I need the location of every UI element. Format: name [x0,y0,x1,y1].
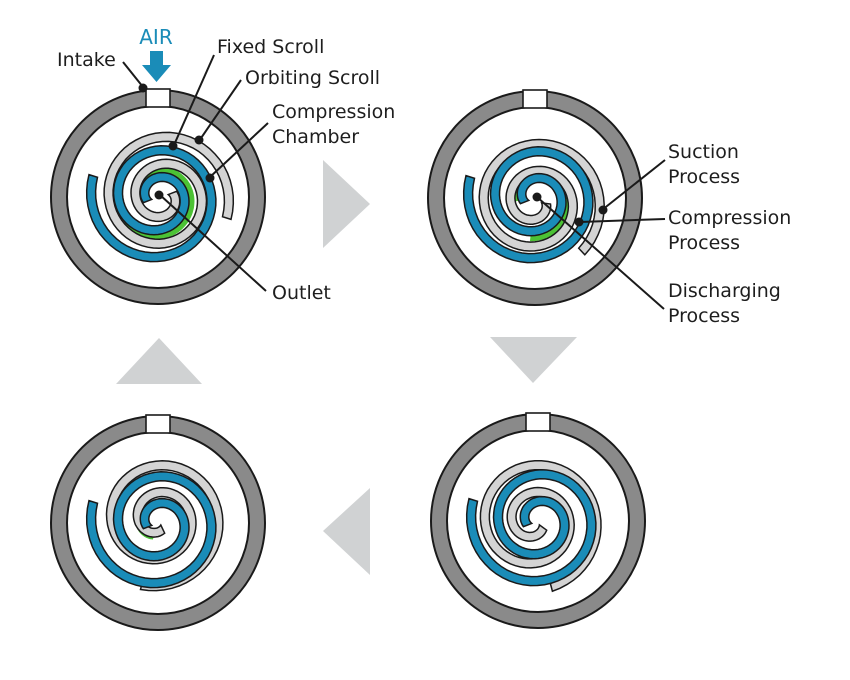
intake-port [522,89,548,109]
fixed-scroll-marker [168,141,178,151]
discharging-marker [532,192,542,202]
intake-marker [138,83,148,93]
leader-intake [122,61,144,88]
outlet-label: Outlet [272,282,331,304]
fixed-scroll [465,469,597,587]
compression-process-marker [574,217,584,227]
discharging-process-label-line2: Process [668,305,740,327]
cycle-arrow-down [490,337,577,383]
leader-fixed-scroll [173,54,215,146]
fixed-scroll-label: Fixed Scroll [217,36,324,58]
suction-process-label-line2: Process [668,166,740,188]
compressor-stage-2 [427,89,643,306]
leader-suction [601,159,666,211]
intake-label: Intake [57,49,116,71]
compression-process-label-line1: Compression [668,207,791,229]
cycle-arrow-up [116,338,202,384]
air-intake-arrow-icon [142,51,171,82]
compression-chamber-marker [205,173,215,183]
compression-chamber-label-line1: Compression [272,101,395,123]
intake-port [145,414,171,434]
orbiting-scroll [103,131,235,249]
leader-orbiting-scroll [198,79,242,142]
outlet-marker [154,190,164,200]
suction-marker [598,205,608,215]
cycle-arrow-left [323,488,370,575]
intake-port [145,88,171,108]
fixed-scroll [462,146,594,264]
leader-discharging [536,196,665,310]
cycle-arrow-right [323,160,370,248]
compression-process-label-line2: Process [668,232,740,254]
intake-port [525,412,551,432]
compressor-stage-4 [430,412,646,629]
air-label: AIR [139,25,173,49]
leader-compression-chamber [209,122,269,178]
compression-chamber-label-line2: Chamber [272,126,359,148]
orbiting-scroll-marker [194,135,204,145]
compressor-stage-3 [50,414,266,631]
suction-process-label-line1: Suction [668,141,739,163]
orbiting-scroll-label: Orbiting Scroll [245,67,380,89]
fixed-scroll [85,471,217,589]
leader-compression-process [579,218,666,223]
fixed-scroll [85,145,217,263]
discharging-process-label-line1: Discharging [668,280,781,302]
leader-outlet [159,194,267,292]
